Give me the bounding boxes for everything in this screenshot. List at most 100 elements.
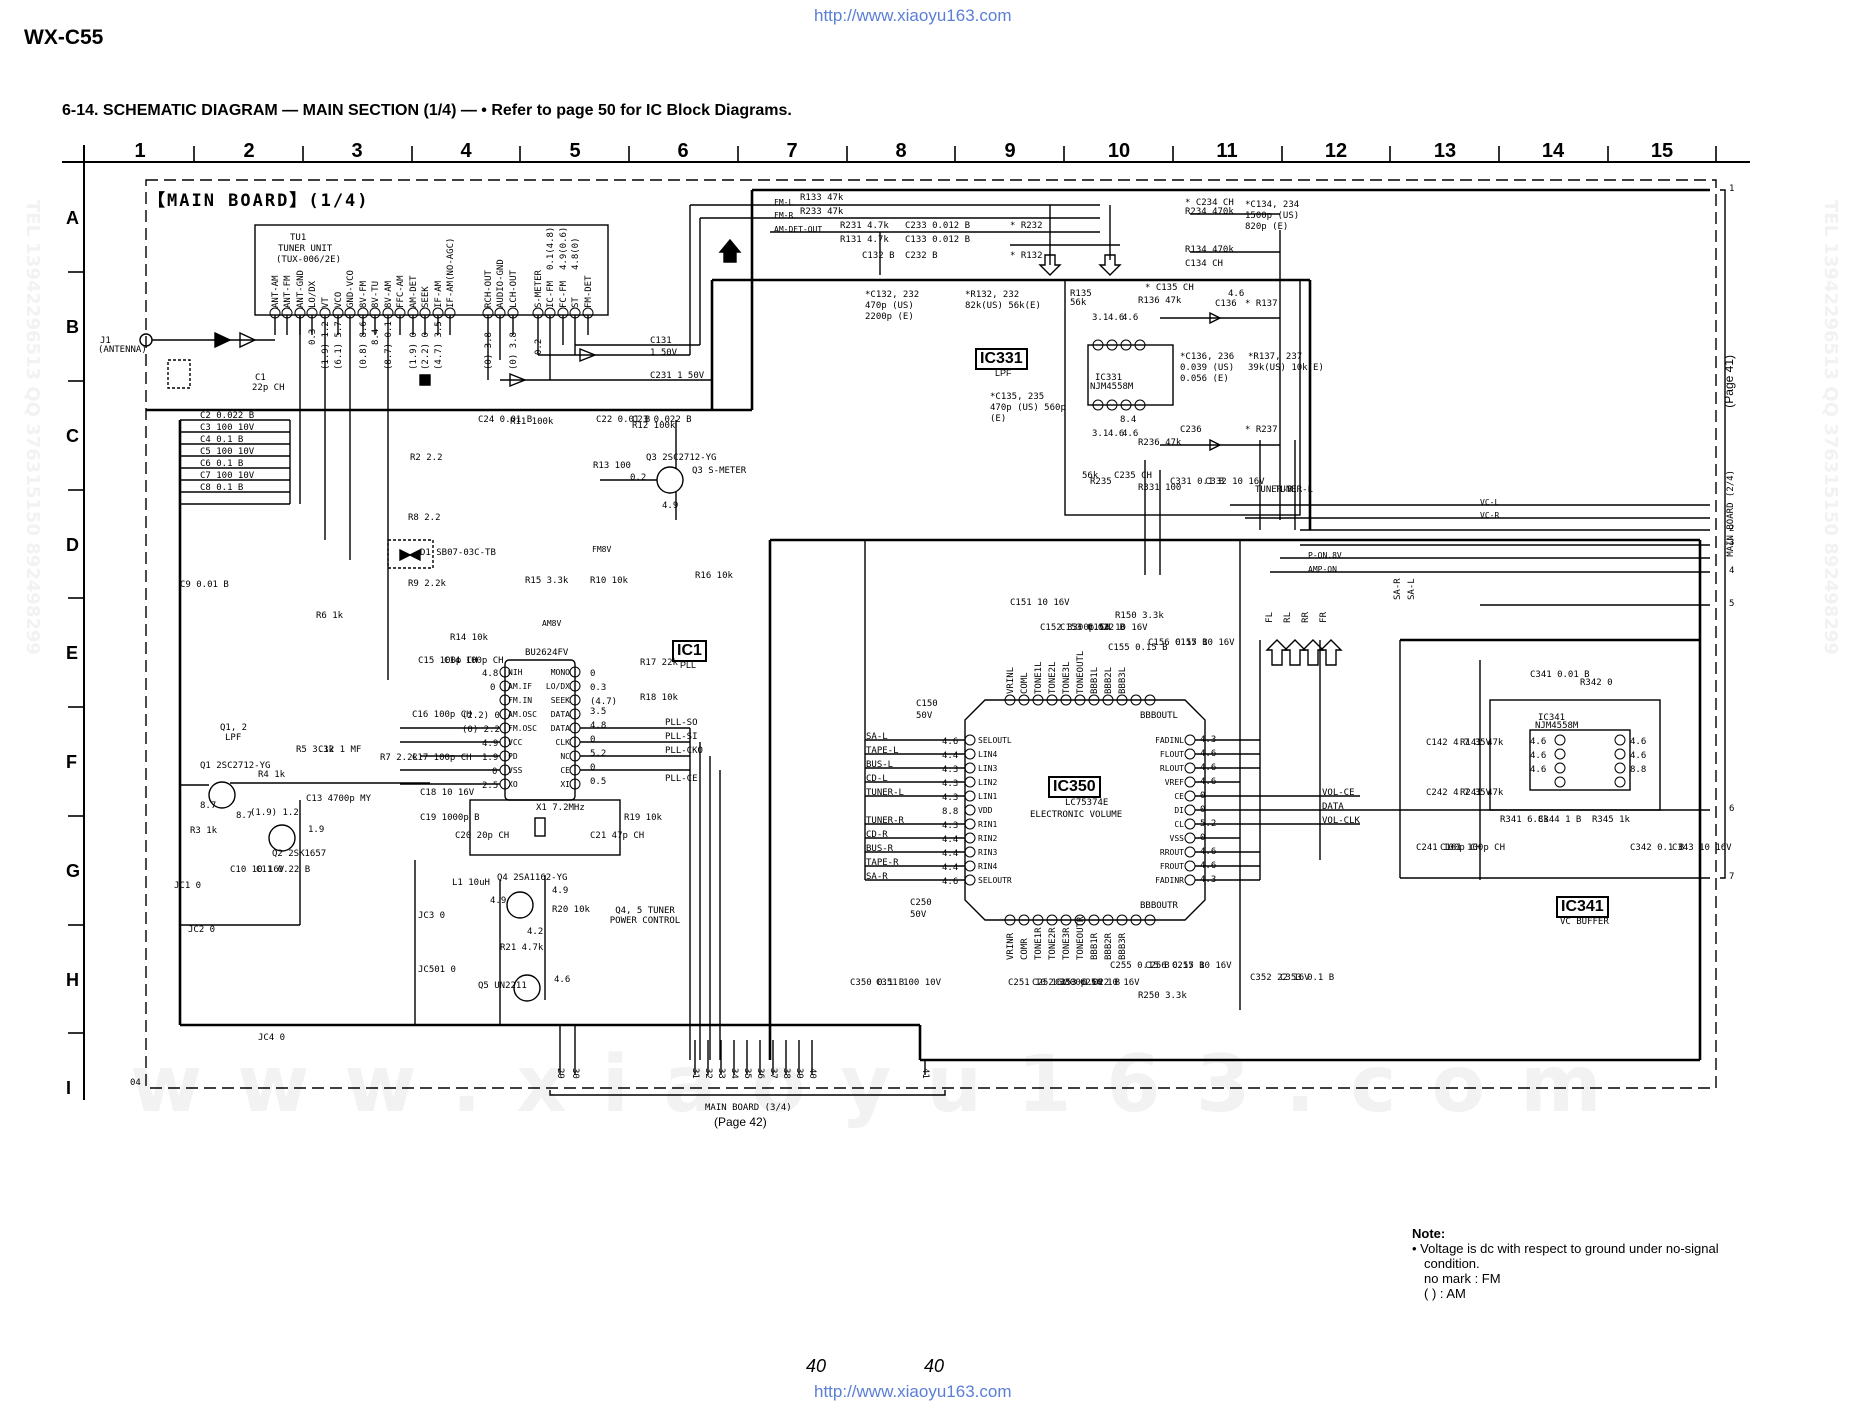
svg-text:R133 47k: R133 47k	[800, 193, 844, 203]
svg-text:C341 0.01 B: C341 0.01 B	[1530, 670, 1590, 680]
ic350-pin: CE	[1174, 792, 1184, 801]
spacer	[866, 800, 904, 814]
svg-text:4.9: 4.9	[552, 886, 568, 896]
svg-text:C151 10 16V: C151 10 16V	[1010, 598, 1070, 608]
grid-col: 11	[1216, 140, 1238, 162]
svg-text:R16 10k: R16 10k	[695, 571, 734, 581]
ic1-pin: XI	[560, 780, 570, 789]
grid-col: 7	[786, 140, 798, 162]
page-number-right: 40	[924, 1356, 945, 1376]
ic350-pin: LIN1	[978, 792, 998, 801]
conn-35: 35	[742, 1068, 752, 1079]
note-c135: *C135, 235 470p (US) 560p (E)	[990, 392, 1066, 424]
ic350-pin: FROUT	[1159, 862, 1184, 871]
ic1-part: BU2624FV	[525, 648, 569, 658]
bottom-url[interactable]: http://www.xiaoyu163.com	[814, 1382, 1012, 1401]
grid-row: D	[66, 535, 79, 555]
top-url[interactable]: http://www.xiaoyu163.com	[814, 6, 1012, 25]
svg-text:C18 10 16V: C18 10 16V	[420, 788, 475, 798]
ic331-func: LPF	[995, 368, 1012, 378]
ic1-pin: CLK	[555, 738, 570, 747]
svg-text:C344 1 B: C344 1 B	[1538, 815, 1581, 825]
input-label: CD-L	[866, 774, 888, 784]
svg-text:4.6: 4.6	[1108, 313, 1124, 323]
input-label: TUNER-R	[866, 816, 904, 826]
svg-text:4.3: 4.3	[942, 779, 958, 789]
input-label: SA-L	[866, 732, 888, 742]
svg-text:C342 0.1 B: C342 0.1 B	[1630, 843, 1684, 853]
svg-text:(0) 2.2: (0) 2.2	[462, 725, 500, 735]
svg-text:4.6: 4.6	[554, 975, 570, 985]
conn-33: 33	[716, 1068, 726, 1079]
svg-text:R8 2.2: R8 2.2	[408, 513, 441, 523]
grid-col: 1	[134, 140, 146, 162]
svg-text:4.6: 4.6	[1630, 737, 1646, 747]
svg-text:R11 100k: R11 100k	[510, 417, 554, 427]
svg-text:Q3 2SC2712-YG: Q3 2SC2712-YG	[646, 453, 716, 463]
svg-text:R12 100k: R12 100k	[632, 421, 676, 431]
svg-text:4.9(0.6): 4.9(0.6)	[559, 227, 569, 270]
svg-text:1.9: 1.9	[482, 753, 498, 763]
svg-text:C10 10 16V: C10 10 16V	[230, 865, 285, 875]
svg-text:4.6: 4.6	[1200, 749, 1216, 759]
spacer	[665, 758, 703, 772]
svg-text:C3 100 10V: C3 100 10V	[200, 423, 255, 433]
svg-text:IC-FM: IC-FM	[546, 280, 556, 308]
svg-text:D1 SB07-03C-TB: D1 SB07-03C-TB	[420, 548, 496, 558]
svg-text:C350 0.1 B: C350 0.1 B	[850, 978, 904, 988]
svg-text:C9 0.01 B: C9 0.01 B	[180, 580, 229, 590]
ic350-pin: VREF	[1164, 778, 1184, 787]
signal-label: VOL-CLK	[1322, 816, 1360, 826]
page-42: (Page 42)	[714, 1115, 767, 1129]
svg-text:JC1 0: JC1 0	[174, 881, 201, 891]
svg-text:8.4: 8.4	[371, 329, 381, 345]
svg-text:C231 1 50V: C231 1 50V	[650, 371, 705, 381]
ic1-right-pins: MONO LO/DX SEEK DATA DATA CLK NC CE XI	[542, 666, 570, 792]
svg-text:C132 B: C132 B	[862, 251, 895, 261]
grid-row: B	[66, 317, 79, 337]
svg-text:(4.7): (4.7)	[590, 697, 617, 707]
q3-label: Q3 S-METER	[692, 466, 747, 476]
svg-text:4.6: 4.6	[1530, 737, 1546, 747]
svg-text:4.4: 4.4	[942, 849, 958, 859]
svg-text:C156 0.15 B: C156 0.15 B	[1148, 638, 1208, 648]
svg-text:0.5: 0.5	[590, 777, 606, 787]
svg-text:C15 100p CH: C15 100p CH	[418, 656, 478, 666]
svg-text:C13 4700p MY: C13 4700p MY	[306, 794, 372, 804]
svg-text:Q4 2SA1162-YG: Q4 2SA1162-YG	[497, 873, 567, 883]
svg-text:R141 47k: R141 47k	[1460, 738, 1504, 748]
ic350-pin: FADINR	[1155, 876, 1184, 885]
page-number-left: 40	[806, 1356, 827, 1376]
svg-text:C233 0.012 B: C233 0.012 B	[905, 221, 970, 231]
svg-text:* R132: * R132	[1010, 251, 1043, 261]
note-line: no mark : FM	[1424, 1271, 1501, 1286]
ic350-pin: FLOUT	[1159, 750, 1184, 759]
main-board-24: MAIN BOARD (2/4)	[1726, 470, 1736, 557]
svg-text:JC3 0: JC3 0	[418, 911, 445, 921]
ic1-pin: SEEK	[550, 696, 570, 705]
ic350-left-pins: SELOUTL LIN4 LIN3 LIN2 LIN1 VDD RIN1 RIN…	[978, 734, 1012, 888]
svg-text:C331 0.1 B: C331 0.1 B	[1170, 477, 1224, 487]
conn-r5: 5	[1729, 599, 1735, 609]
svg-text:L1 10uH: L1 10uH	[452, 878, 490, 888]
svg-text:(4.7) 3.5: (4.7) 3.5	[434, 321, 444, 370]
grid-col: 5	[569, 140, 581, 162]
svg-text:C23 0.022 B: C23 0.022 B	[632, 415, 692, 425]
svg-text:R18 10k: R18 10k	[640, 693, 679, 703]
svg-text:(1.9) 1.2: (1.9) 1.2	[250, 808, 299, 818]
output-rr: RR	[1301, 612, 1311, 623]
note-heading: Note:	[1412, 1226, 1446, 1241]
svg-text:(0) 3.8: (0) 3.8	[484, 332, 494, 370]
ic1-pin: FM.IN	[508, 696, 533, 705]
ic1-pin: AM.IF	[508, 682, 533, 691]
note-c134: *C134, 234 1500p (US) 820p (E)	[1245, 200, 1300, 232]
pll-label: PLL-CE	[665, 774, 698, 784]
grid-col: 4	[460, 140, 472, 162]
svg-text:COML: COML	[1020, 672, 1030, 694]
svg-text:JC501 0: JC501 0	[418, 965, 456, 975]
svg-text:8V-AM: 8V-AM	[384, 280, 394, 308]
conn-r2: 2	[1729, 524, 1735, 534]
svg-text:4.3: 4.3	[942, 793, 958, 803]
svg-text:(0.8) 8.6: (0.8) 8.6	[359, 321, 369, 370]
